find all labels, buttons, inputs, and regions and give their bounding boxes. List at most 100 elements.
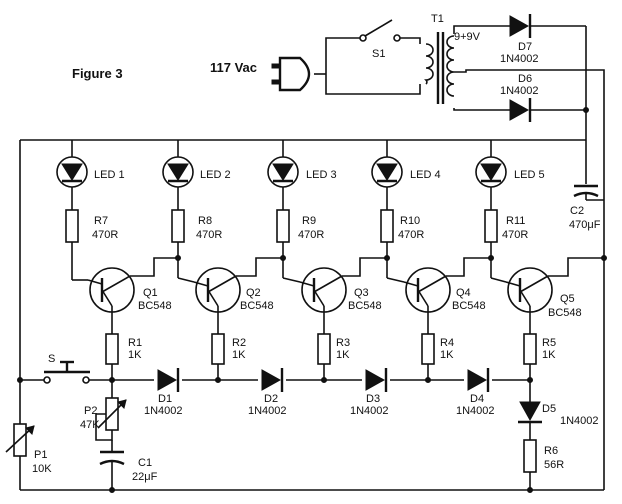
resistor-r5 — [523, 333, 537, 380]
r10-value: 470R — [398, 229, 424, 241]
c2-value: 470μF — [569, 219, 601, 231]
d1-value: 1N4002 — [144, 405, 183, 417]
switch-s1[interactable] — [359, 19, 401, 42]
coupling-q3-q4 — [342, 257, 387, 277]
resistor-r7 — [65, 209, 79, 280]
transistor-q4 — [386, 267, 451, 334]
q2-ref: Q2 — [246, 287, 261, 299]
p2-ref: P2 — [84, 405, 97, 417]
led-2 — [162, 140, 194, 210]
r3-value: 1K — [336, 349, 350, 361]
r6-value: 56R — [544, 459, 564, 471]
d5-ref: D5 — [542, 403, 556, 415]
r11-ref: R11 — [506, 215, 525, 227]
d3-value: 1N4002 — [350, 405, 389, 417]
p1-ref: P1 — [34, 449, 47, 461]
transistor-q1 — [72, 267, 135, 334]
r2-value: 1K — [232, 349, 246, 361]
center-tap-wire — [454, 69, 586, 73]
resistor-r11 — [484, 209, 498, 278]
c1-ref: C1 — [138, 457, 152, 469]
d3-ref: D3 — [366, 393, 380, 405]
potentiometer-p2[interactable] — [95, 380, 127, 452]
r2-ref: R2 — [232, 337, 246, 349]
mains-wire-bottom — [325, 74, 421, 95]
led-3 — [267, 140, 299, 210]
diode-d3 — [362, 368, 390, 392]
diode-d2 — [258, 368, 286, 392]
capacitor-c1 — [99, 450, 125, 490]
q1-ref: Q1 — [143, 287, 158, 299]
r9-value: 470R — [298, 229, 324, 241]
r11-value: 470R — [502, 229, 528, 241]
r4-ref: R4 — [440, 337, 454, 349]
q3-ref: Q3 — [354, 287, 369, 299]
diode-d4 — [464, 368, 492, 392]
led-1 — [56, 140, 88, 210]
c1-value: 22μF — [132, 471, 158, 483]
r10-ref: R10 — [400, 215, 420, 227]
r6-ref: R6 — [544, 445, 558, 457]
resistor-r2 — [211, 333, 225, 380]
r8-ref: R8 — [198, 215, 212, 227]
led-4 — [371, 140, 403, 210]
diode-d1 — [154, 368, 182, 392]
r3-ref: R3 — [336, 337, 350, 349]
resistor-r1 — [105, 333, 119, 380]
d4-value: 1N4002 — [456, 405, 495, 417]
p2-value: 47K — [80, 419, 100, 431]
capacitor-c2 — [573, 140, 604, 201]
d2-ref: D2 — [264, 393, 278, 405]
coupling-q5-ground — [548, 257, 604, 277]
r8-value: 470R — [196, 229, 222, 241]
d7-ref: D7 — [518, 41, 532, 53]
d6-ref: D6 — [518, 73, 532, 85]
diode-d6 — [509, 98, 586, 122]
figure-title: Figure 3 — [72, 66, 123, 81]
pushbutton-s[interactable] — [43, 360, 90, 384]
resistor-r8 — [171, 209, 185, 278]
d7-value: 1N4002 — [500, 53, 539, 65]
resistor-r10 — [380, 209, 394, 278]
r4-value: 1K — [440, 349, 454, 361]
resistor-r9 — [276, 209, 290, 278]
q3-value: BC548 — [348, 300, 382, 312]
p1-value: 10K — [32, 463, 52, 475]
mains-label: 117 Vac — [210, 60, 257, 75]
transformer-t1 — [424, 32, 455, 104]
ground-rail — [586, 69, 605, 490]
resistor-r6 — [523, 439, 537, 490]
mains-wire-top — [325, 37, 360, 74]
r5-ref: R5 — [542, 337, 556, 349]
diode-d5 — [518, 380, 542, 440]
c2-ref: C2 — [570, 205, 584, 217]
d6-value: 1N4002 — [500, 85, 539, 97]
transformer-secondary: 9+9V — [454, 31, 481, 43]
transformer-ref: T1 — [431, 13, 444, 25]
r1-ref: R1 — [128, 337, 142, 349]
q5-ref: Q5 — [560, 293, 575, 305]
coupling-q1-q2 — [130, 257, 178, 277]
coupling-q4-q5 — [446, 257, 491, 277]
r1-value: 1K — [128, 349, 142, 361]
d1-ref: D1 — [158, 393, 172, 405]
q4-ref: Q4 — [456, 287, 471, 299]
q5-value: BC548 — [548, 307, 582, 319]
coupling-q2-q3 — [236, 257, 283, 277]
resistor-r3 — [317, 333, 331, 380]
d2-value: 1N4002 — [248, 405, 287, 417]
mains-plug — [271, 56, 326, 92]
potentiometer-p1[interactable] — [5, 420, 35, 490]
resistor-r4 — [421, 333, 435, 380]
led-2-label: LED 2 — [200, 169, 231, 181]
r7-ref: R7 — [94, 215, 108, 227]
q4-value: BC548 — [452, 300, 486, 312]
led-5-label: LED 5 — [514, 169, 545, 181]
r5-value: 1K — [542, 349, 556, 361]
switch-s1-label: S1 — [372, 48, 385, 60]
diode-d7 — [509, 14, 586, 38]
d4-ref: D4 — [470, 393, 484, 405]
led-4-label: LED 4 — [410, 169, 441, 181]
transistor-q2 — [177, 267, 241, 334]
